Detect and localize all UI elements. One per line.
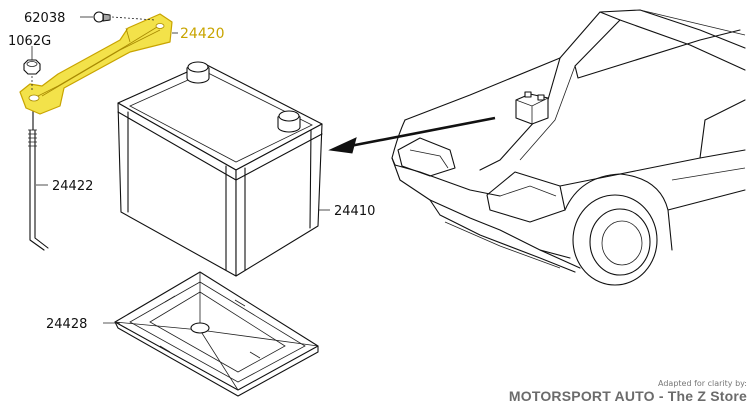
part-number-rod: 24422 (52, 179, 93, 194)
credit-brand: MOTORSPORT AUTO - The Z Store (508, 388, 747, 404)
part-number-bracket: 24420 (180, 26, 225, 42)
credit-block: Adapted for clarity by: MOTORSPORT AUTO … (509, 379, 747, 404)
leader-lines (31, 16, 330, 324)
battery-tray (114, 271, 319, 397)
credit-note: Adapted for clarity by: (658, 379, 747, 388)
part-number-screw: 62038 (24, 11, 65, 26)
hold-down-rod (28, 109, 49, 251)
part-number-battery: 24410 (334, 204, 375, 219)
screw (93, 11, 111, 23)
part-number-nut: 1062G (8, 34, 51, 49)
battery (117, 61, 323, 277)
car-illustration (391, 9, 746, 286)
nut (23, 59, 41, 75)
battery-bracket (19, 13, 173, 115)
location-arrow (328, 116, 496, 154)
part-number-tray: 24428 (46, 317, 87, 332)
